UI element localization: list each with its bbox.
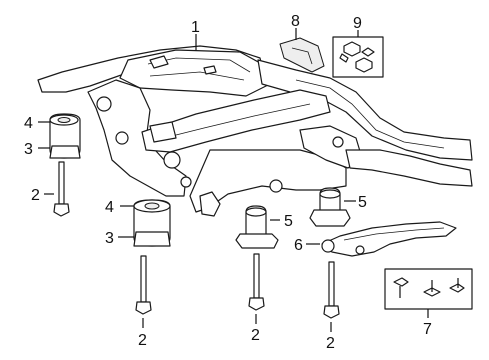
crossmember-frame	[37, 45, 473, 217]
callout-2-left: 2	[31, 187, 40, 204]
bolt-kit-9	[332, 36, 384, 78]
callout-2-lower-left: 2	[138, 332, 147, 349]
bushing-right	[309, 187, 351, 227]
bolt-left	[53, 161, 70, 217]
callout-9: 9	[353, 15, 362, 32]
callout-7: 7	[423, 321, 432, 338]
bolt-lower-left	[135, 255, 152, 315]
bracket-part	[279, 37, 325, 73]
callout-3-lower: 3	[105, 230, 114, 247]
callout-2-center: 2	[251, 327, 260, 344]
bolt-kit-7	[384, 268, 473, 310]
bushing-lower-left	[133, 199, 171, 247]
arm-bracket-6	[321, 221, 457, 257]
leader-lines	[38, 28, 429, 332]
bushing-center	[235, 205, 279, 249]
callout-4-upper: 4	[24, 115, 33, 132]
callout-8: 8	[291, 13, 300, 30]
callout-2-right: 2	[326, 335, 335, 352]
bolt-right	[323, 261, 340, 319]
bushing-upper-left	[49, 113, 81, 159]
bolt-center	[248, 253, 265, 311]
callout-3-upper: 3	[24, 141, 33, 158]
callout-5-center: 5	[284, 213, 293, 230]
callout-labels: 1 8 9 4 3 2 4 3 5 5 6 2 2 2 7	[24, 13, 432, 352]
callout-1: 1	[191, 19, 200, 36]
callout-5-right: 5	[358, 194, 367, 211]
callout-4-lower: 4	[105, 199, 114, 216]
callout-6: 6	[294, 237, 303, 254]
